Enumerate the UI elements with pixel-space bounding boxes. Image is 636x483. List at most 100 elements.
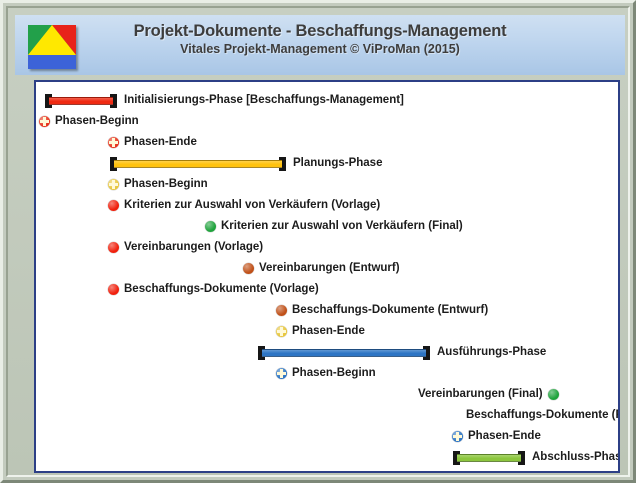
document-marker[interactable] [108, 200, 119, 211]
gantt-row-content: Beschaffungs-Dokumente (Vorlage) [108, 279, 319, 300]
phase-bar-bracket-tip [518, 461, 525, 465]
document-marker[interactable] [547, 389, 559, 400]
phase-bar-bracket-tip [110, 93, 117, 97]
page-title: Projekt-Dokumente - Beschaffungs-Managem… [133, 22, 507, 40]
gantt-row-label: Beschaffungs-Dokumente (Entwurf) [292, 304, 489, 316]
phase-bar-bracket-tip [279, 167, 286, 171]
gantt-row-label: Phasen-Beginn [124, 178, 208, 190]
document-marker[interactable] [243, 263, 254, 274]
gantt-row-label: Kriterien zur Auswahl von Verkäufern (Vo… [124, 199, 381, 211]
gantt-row-content: Vereinbarungen (Vorlage) [108, 237, 263, 258]
phase-bar-bracket-tip [423, 356, 430, 360]
gantt-row[interactable]: Beschaffungs-Dokumente (Final) [36, 405, 618, 426]
gantt-row-label: Phasen-Beginn [292, 367, 376, 379]
milestone-marker[interactable] [108, 179, 119, 190]
gantt-row-content: Planungs-Phase [110, 153, 382, 174]
phase-bar-bracket-tip [110, 156, 117, 160]
gantt-row-label: Vereinbarungen (Final) [418, 388, 543, 400]
phase-bar-bracket-tip [423, 345, 430, 349]
page-subtitle: Vitales Projekt-Management © ViProMan (2… [180, 42, 460, 56]
gantt-row[interactable]: Vereinbarungen (Final) [36, 384, 618, 405]
gantt-row-content: Beschaffungs-Dokumente (Final) [466, 405, 618, 426]
phase-bar-bracket-left [45, 93, 49, 108]
gantt-row-content: Kriterien zur Auswahl von Verkäufern (Vo… [108, 195, 380, 216]
gantt-row[interactable]: Phasen-Beginn [36, 468, 618, 471]
phase-bar-bracket-tip [453, 450, 460, 454]
phase-bar-bracket-left [258, 345, 262, 360]
gantt-row-content: Vereinbarungen (Entwurf) [243, 258, 400, 279]
document-marker[interactable] [108, 284, 119, 295]
gantt-row[interactable]: Phasen-Ende [36, 132, 618, 153]
window-inner-bevel: Projekt-Dokumente - Beschaffungs-Managem… [6, 6, 630, 477]
gantt-row[interactable]: Phasen-Beginn [36, 111, 618, 132]
gantt-row-content: Phasen-Ende [276, 321, 365, 342]
gantt-row-label: Phasen-Ende [292, 325, 365, 337]
gantt-row-label: Phasen-Beginn [55, 115, 139, 127]
gantt-row-label: Phasen-Ende [468, 430, 541, 442]
gantt-row-label: Ausführungs-Phase [437, 346, 547, 358]
phase-bar-bracket-tip [258, 345, 265, 349]
gantt-row[interactable]: Kriterien zur Auswahl von Verkäufern (Vo… [36, 195, 618, 216]
milestone-marker[interactable] [276, 326, 287, 337]
phase-bar-bracket-left [110, 156, 114, 171]
phase-bar-bracket-tip [110, 104, 117, 108]
gantt-row-content: Phasen-Beginn [276, 363, 376, 384]
gantt-row-label: Phasen-Ende [124, 136, 197, 148]
milestone-marker[interactable] [276, 368, 287, 379]
gantt-row-content: Vereinbarungen (Final) [418, 384, 559, 405]
gantt-row[interactable]: Ausführungs-Phase [36, 342, 618, 363]
phase-bar-bracket-right [521, 450, 525, 465]
gantt-row-content: Ausführungs-Phase [258, 342, 546, 363]
document-marker[interactable] [205, 221, 216, 232]
gantt-row-content: Beschaffungs-Dokumente (Entwurf) [276, 300, 488, 321]
header-band: Projekt-Dokumente - Beschaffungs-Managem… [15, 15, 625, 75]
gantt-row[interactable]: Vereinbarungen (Entwurf) [36, 258, 618, 279]
phase-bar-bracket-tip [453, 461, 460, 465]
document-marker[interactable] [276, 305, 287, 316]
phase-bar-bracket-right [282, 156, 286, 171]
phase-bar-fill [261, 348, 427, 357]
gantt-row-label: Beschaffungs-Dokumente (Vorlage) [124, 283, 319, 295]
phase-bar[interactable] [453, 450, 525, 465]
gantt-canvas: Initialisierungs-Phase [Beschaffungs-Man… [34, 80, 620, 473]
gantt-row[interactable]: Planungs-Phase [36, 153, 618, 174]
gantt-row-label: Beschaffungs-Dokumente (Final) [466, 409, 618, 421]
document-marker[interactable] [108, 242, 119, 253]
phase-bar[interactable] [258, 345, 430, 360]
phase-bar-bracket-tip [518, 450, 525, 454]
gantt-row[interactable]: Phasen-Ende [36, 321, 618, 342]
gantt-row[interactable]: Phasen-Ende [36, 426, 618, 447]
gantt-row[interactable]: Abschluss-Phase [36, 447, 618, 468]
phase-bar[interactable] [110, 156, 286, 171]
phase-bar-fill [48, 96, 114, 105]
gantt-row-content: Phasen-Ende [452, 426, 541, 447]
gantt-row-content: Phasen-Beginn [452, 468, 552, 471]
milestone-marker[interactable] [39, 116, 50, 127]
gantt-row[interactable]: Initialisierungs-Phase [Beschaffungs-Man… [36, 90, 618, 111]
phase-bar-bracket-right [113, 93, 117, 108]
gantt-row-label: Planungs-Phase [293, 157, 383, 169]
milestone-marker[interactable] [452, 431, 463, 442]
phase-bar-bracket-tip [258, 356, 265, 360]
phase-bar-bracket-tip [45, 93, 52, 97]
gantt-row[interactable]: Vereinbarungen (Vorlage) [36, 237, 618, 258]
gantt-row-content: Kriterien zur Auswahl von Verkäufern (Fi… [205, 216, 463, 237]
gantt-row-label: Kriterien zur Auswahl von Verkäufern (Fi… [221, 220, 463, 232]
phase-bar-bracket-tip [45, 104, 52, 108]
gantt-row[interactable]: Kriterien zur Auswahl von Verkäufern (Fi… [36, 216, 618, 237]
gantt-row[interactable]: Beschaffungs-Dokumente (Entwurf) [36, 300, 618, 321]
phase-bar[interactable] [45, 93, 117, 108]
phase-bar-fill [456, 453, 522, 462]
gantt-row[interactable]: Phasen-Beginn [36, 363, 618, 384]
gantt-row[interactable]: Phasen-Beginn [36, 174, 618, 195]
phase-bar-fill [113, 159, 283, 168]
viproman-logo-icon [28, 25, 76, 69]
gantt-row-content: Phasen-Ende [108, 132, 197, 153]
gantt-row[interactable]: Beschaffungs-Dokumente (Vorlage) [36, 279, 618, 300]
milestone-marker[interactable] [108, 137, 119, 148]
gantt-row-label: Vereinbarungen (Vorlage) [124, 241, 264, 253]
title-block: Projekt-Dokumente - Beschaffungs-Managem… [15, 15, 625, 56]
phase-bar-bracket-right [426, 345, 430, 360]
gantt-row-content: Phasen-Beginn [108, 174, 208, 195]
